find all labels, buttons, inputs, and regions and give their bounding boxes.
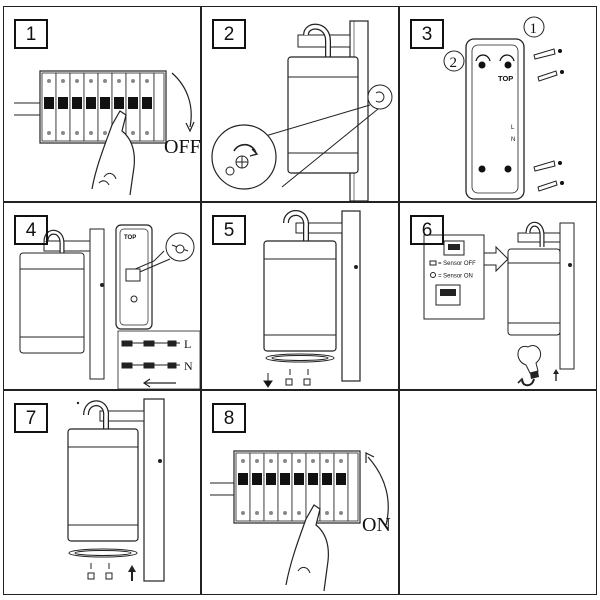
attach-lamp-illustration — [263, 210, 361, 388]
wiring-illustration: TOP L N — [19, 224, 201, 390]
top-label: TOP — [498, 74, 513, 83]
step-3-number: 3 — [410, 19, 444, 49]
sensor-off-legend: = Sensor OFF — [438, 261, 476, 267]
sensor-switch-illustration: = Sensor OFF = Sensor ON — [423, 221, 575, 387]
step-2-panel: 2 — [201, 6, 399, 202]
step-5-number: 5 — [212, 215, 246, 245]
breaker-off-illustration: OFF — [14, 70, 201, 196]
step-4-number: 4 — [14, 215, 48, 245]
callout-1: 1 — [530, 21, 538, 37]
wire-l-mark: L — [511, 125, 515, 131]
step-8-panel: ON 8 — [201, 390, 399, 595]
step-1-panel: OFF 1 — [3, 6, 201, 202]
fix-lamp-illustration — [67, 398, 165, 582]
breaker-on-illustration: ON — [210, 450, 391, 592]
mount-plate-illustration: 1 2 TOP L N — [443, 16, 564, 200]
empty-panel — [399, 390, 597, 595]
plate-top-label: TOP — [124, 235, 136, 241]
wire-label-l: L — [184, 337, 191, 351]
step-2-number: 2 — [212, 19, 246, 49]
step-4-panel: TOP L N 4 — [3, 202, 201, 390]
step-3-panel: 1 2 TOP L N 3 — [399, 6, 597, 202]
wire-n-mark: N — [511, 137, 515, 143]
step-1-number: 1 — [14, 19, 48, 49]
off-label: OFF — [164, 136, 201, 158]
sensor-on-legend: = Sensor ON — [438, 274, 473, 280]
remove-lamp-illustration — [211, 20, 393, 202]
step-7-panel: 7 — [3, 390, 201, 595]
step-7-number: 7 — [14, 403, 48, 433]
callout-2: 2 — [450, 55, 458, 71]
step-5-panel: 5 — [201, 202, 399, 390]
on-label: ON — [362, 514, 391, 536]
step-8-number: 8 — [212, 403, 246, 433]
wire-label-n: N — [184, 359, 193, 373]
step-6-panel: = Sensor OFF = Sensor ON 6 — [399, 202, 597, 390]
step-6-number: 6 — [410, 215, 444, 245]
